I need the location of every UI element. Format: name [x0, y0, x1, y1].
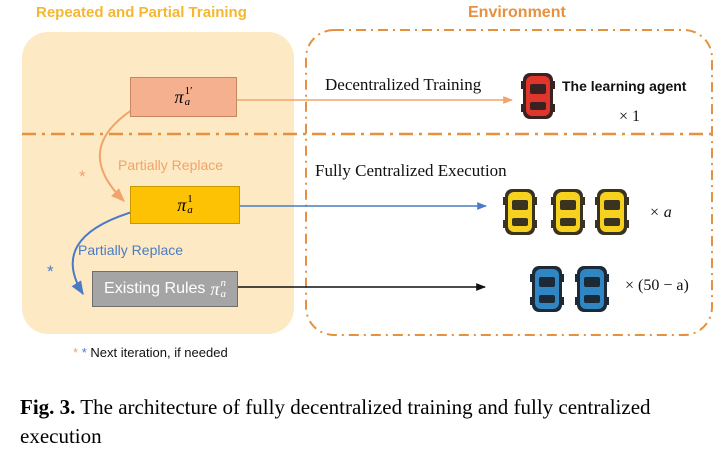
policy-current-symbol: π [177, 194, 187, 215]
centralized-execution-label: Fully Centralized Execution [315, 161, 507, 180]
multiplier-fifty-minus-a: × (50 − a) [625, 277, 689, 294]
footnote-asterisk-blue: * [81, 345, 87, 360]
footnote: * * Next iteration, if needed [73, 346, 228, 359]
blue-car-icon [530, 266, 564, 312]
partial-replace-label-blue: Partially Replace [78, 242, 184, 258]
yellow-car-icon [551, 189, 585, 235]
policy-prime-sub: a [184, 96, 191, 108]
arrow-partial-replace-blue [71, 211, 133, 296]
policy-prime-symbol: π [174, 86, 184, 107]
training-panel-title: Repeated and Partial Training [36, 4, 247, 21]
existing-rules-symbol: π [210, 278, 220, 299]
caption-label: Fig. 3. [20, 395, 76, 419]
arrow-partial-replace-orange [99, 109, 133, 202]
environment-box [305, 29, 713, 336]
figure-caption: Fig. 3. The architecture of fully decent… [20, 393, 720, 451]
multiplier-a: × a [649, 204, 672, 221]
asterisk-orange: * [79, 167, 86, 186]
decentralized-training-label: Decentralized Training [325, 75, 482, 94]
multiplier-one: × 1 [619, 108, 641, 125]
environment-title: Environment [468, 4, 566, 21]
partial-replace-label-orange: Partially Replace [118, 157, 224, 173]
policy-current-sup: 1 [187, 193, 193, 205]
yellow-car-icon [595, 189, 629, 235]
learning-agent-label: The learning agent [562, 78, 687, 94]
existing-rules-label: Existing Rules [104, 280, 206, 297]
footnote-text: Next iteration, if needed [90, 345, 228, 360]
red-car-icon [521, 73, 555, 119]
caption-text: The architecture of fully decentralized … [20, 395, 651, 448]
policy-current-sub: a [187, 204, 193, 216]
policy-prime-sup: 1′ [184, 85, 193, 97]
footnote-asterisk-orange: * [73, 345, 79, 360]
asterisk-blue: * [47, 262, 54, 281]
existing-rules-sup: n [220, 277, 226, 289]
blue-car-icon [575, 266, 609, 312]
yellow-car-icon [503, 189, 537, 235]
existing-rules-sub: a [220, 288, 226, 300]
